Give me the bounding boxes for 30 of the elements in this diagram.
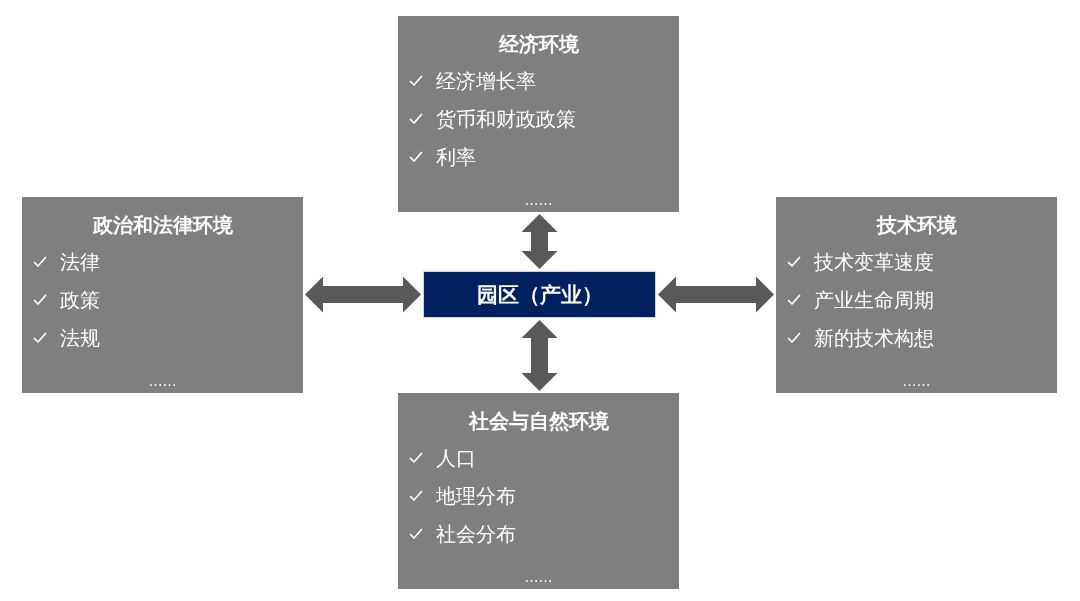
factor-item: 人口 <box>436 445 476 471</box>
factor-item: 地理分布 <box>436 483 516 509</box>
factor-item: 技术变革速度 <box>814 249 934 275</box>
ellipsis-text: …… <box>148 374 177 388</box>
factor-item: 利率 <box>436 144 476 170</box>
category-panel <box>776 197 1057 393</box>
panel-title: 社会与自然环境 <box>468 408 610 435</box>
factor-item: 法规 <box>60 325 100 351</box>
ellipsis-text: …… <box>902 374 931 388</box>
center-title: 园区（产业） <box>476 281 603 309</box>
double-arrow <box>658 276 774 313</box>
ellipsis-text: …… <box>524 193 553 207</box>
factor-item: 政策 <box>60 287 100 313</box>
panel-title: 经济环境 <box>497 31 580 58</box>
double-arrow <box>521 214 558 269</box>
panel-title: 技术环境 <box>875 212 958 239</box>
double-arrow <box>305 276 421 313</box>
category-panel <box>22 197 303 393</box>
factor-item: 新的技术构想 <box>814 325 934 351</box>
factor-item: 产业生命周期 <box>814 287 934 313</box>
factor-item: 社会分布 <box>436 521 516 547</box>
ellipsis-text: …… <box>524 570 553 584</box>
category-panel <box>398 393 679 589</box>
center-panel <box>423 271 656 318</box>
factor-item: 货币和财政政策 <box>436 106 576 132</box>
category-panel <box>398 16 679 212</box>
double-arrow <box>521 320 558 391</box>
factor-item: 经济增长率 <box>436 68 536 94</box>
factor-item: 法律 <box>60 249 100 275</box>
panel-title: 政治和法律环境 <box>92 212 234 239</box>
